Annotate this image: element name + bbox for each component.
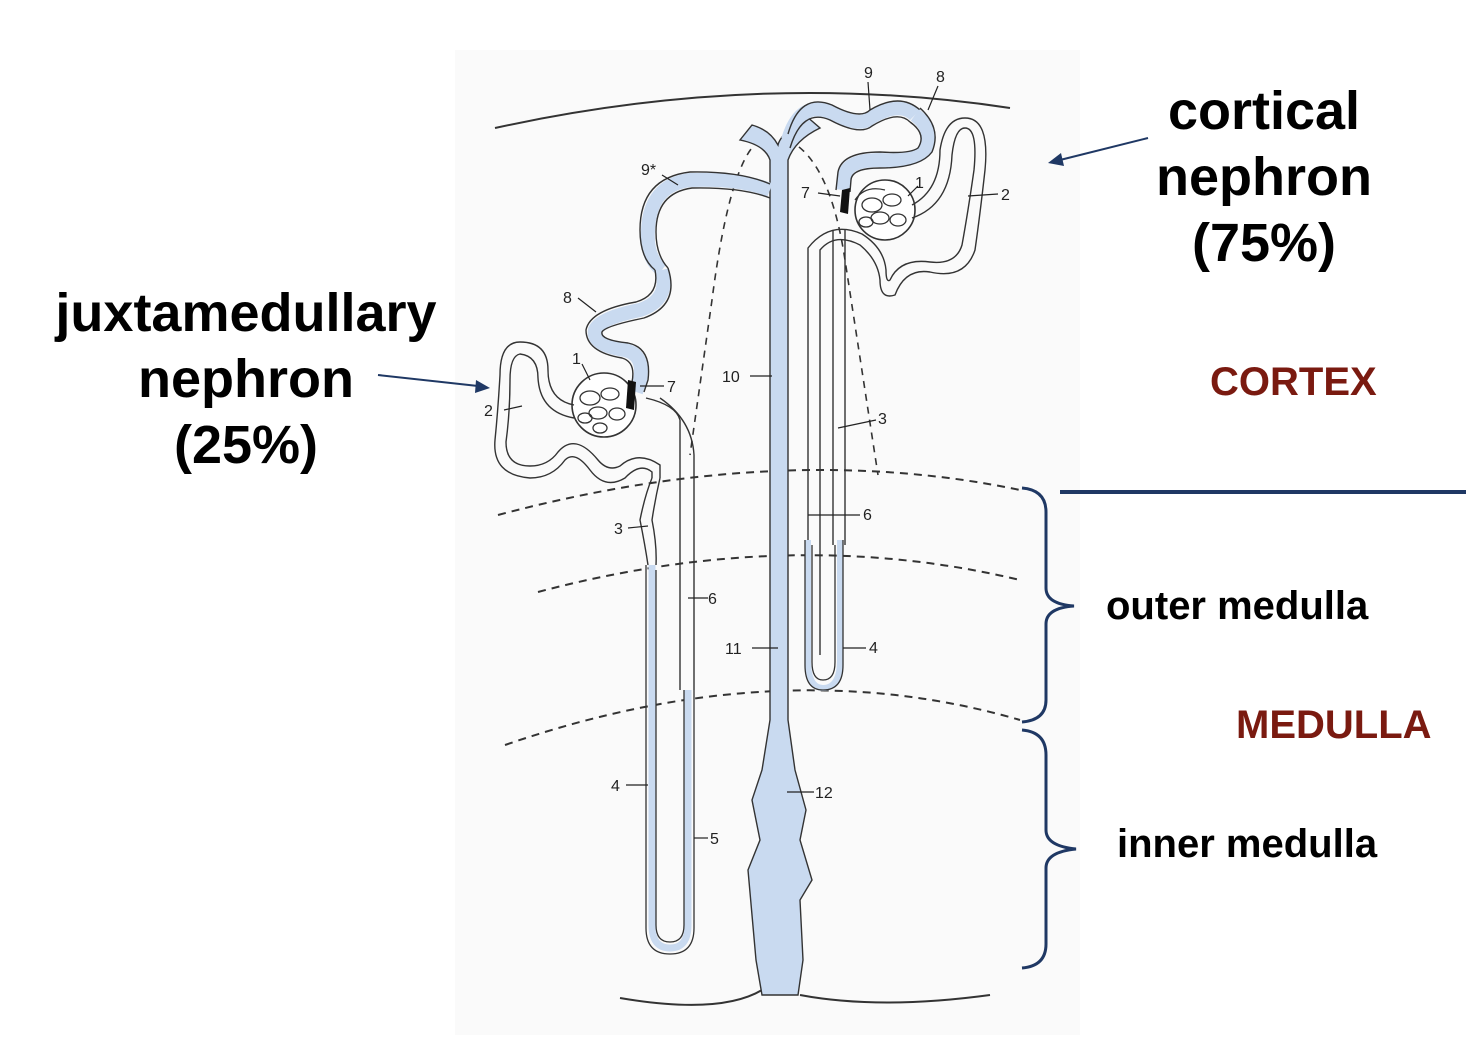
cortex-label: CORTEX bbox=[1210, 360, 1377, 404]
seg-num-2-cortical: 2 bbox=[1001, 187, 1010, 204]
seg-num-7-cortical: 7 bbox=[801, 185, 810, 202]
seg-num-6-cortical: 6 bbox=[863, 507, 872, 524]
seg-num-12: 12 bbox=[815, 785, 833, 802]
juxtamedullary-label: juxtamedullary nephron (25%) bbox=[40, 280, 452, 478]
juxta-arrow bbox=[377, 374, 490, 393]
seg-num-3-juxta: 3 bbox=[614, 521, 623, 538]
seg-num-1-cortical: 1 bbox=[915, 175, 924, 192]
cortical-label: cortical nephron (75%) bbox=[1124, 78, 1404, 276]
seg-num-9-cortical: 9 bbox=[864, 65, 873, 82]
seg-num-2-juxta: 2 bbox=[484, 403, 493, 420]
seg-num-10: 10 bbox=[722, 369, 740, 386]
seg-num-4-juxta: 4 bbox=[611, 778, 620, 795]
juxta-label-line3: (25%) bbox=[173, 415, 319, 475]
juxta-label-line2: nephron bbox=[138, 349, 354, 409]
juxtamedullary-nephron bbox=[494, 267, 695, 955]
seg-num-8-cortical: 8 bbox=[936, 69, 945, 86]
seg-num-1-juxta: 1 bbox=[572, 351, 581, 368]
papilla-outline-left bbox=[619, 989, 763, 1006]
seg-num-6-juxta: 6 bbox=[708, 591, 717, 608]
papilla-outline-right bbox=[799, 994, 991, 1004]
kidney-capsule-line bbox=[494, 91, 1011, 129]
seg-num-7-juxta: 7 bbox=[667, 379, 676, 396]
cortical-label-line1: cortical bbox=[1167, 81, 1361, 141]
cortical-label-line2: nephron bbox=[1156, 147, 1372, 207]
cortical-nephron bbox=[781, 100, 987, 692]
leader-lines bbox=[503, 81, 999, 839]
collecting-duct bbox=[639, 114, 822, 996]
inner-medulla-brace bbox=[1021, 728, 1077, 970]
outer-stripe-boundary bbox=[537, 554, 1021, 593]
seg-num-11: 11 bbox=[725, 641, 742, 658]
seg-num-4-cortical: 4 bbox=[869, 640, 878, 657]
cortical-label-line3: (75%) bbox=[1191, 213, 1337, 273]
seg-num-9star-juxta: 9* bbox=[641, 162, 656, 179]
segment-numbers: 9 8 9* 7 1 2 8 1 2 7 10 3 3 6 6 11 4 4 5… bbox=[484, 65, 1010, 848]
seg-num-3-cortical: 3 bbox=[878, 411, 887, 428]
cortical-arrow bbox=[1048, 137, 1149, 166]
outer-medulla-label: outer medulla bbox=[1106, 584, 1369, 628]
juxta-label-line1: juxtamedullary bbox=[55, 283, 437, 343]
seg-num-8-juxta: 8 bbox=[563, 290, 572, 307]
seg-num-5-juxta: 5 bbox=[710, 831, 719, 848]
outer-medulla-brace bbox=[1021, 486, 1075, 724]
inner-medulla-label: inner medulla bbox=[1117, 822, 1378, 866]
medulla-label: MEDULLA bbox=[1236, 703, 1432, 747]
